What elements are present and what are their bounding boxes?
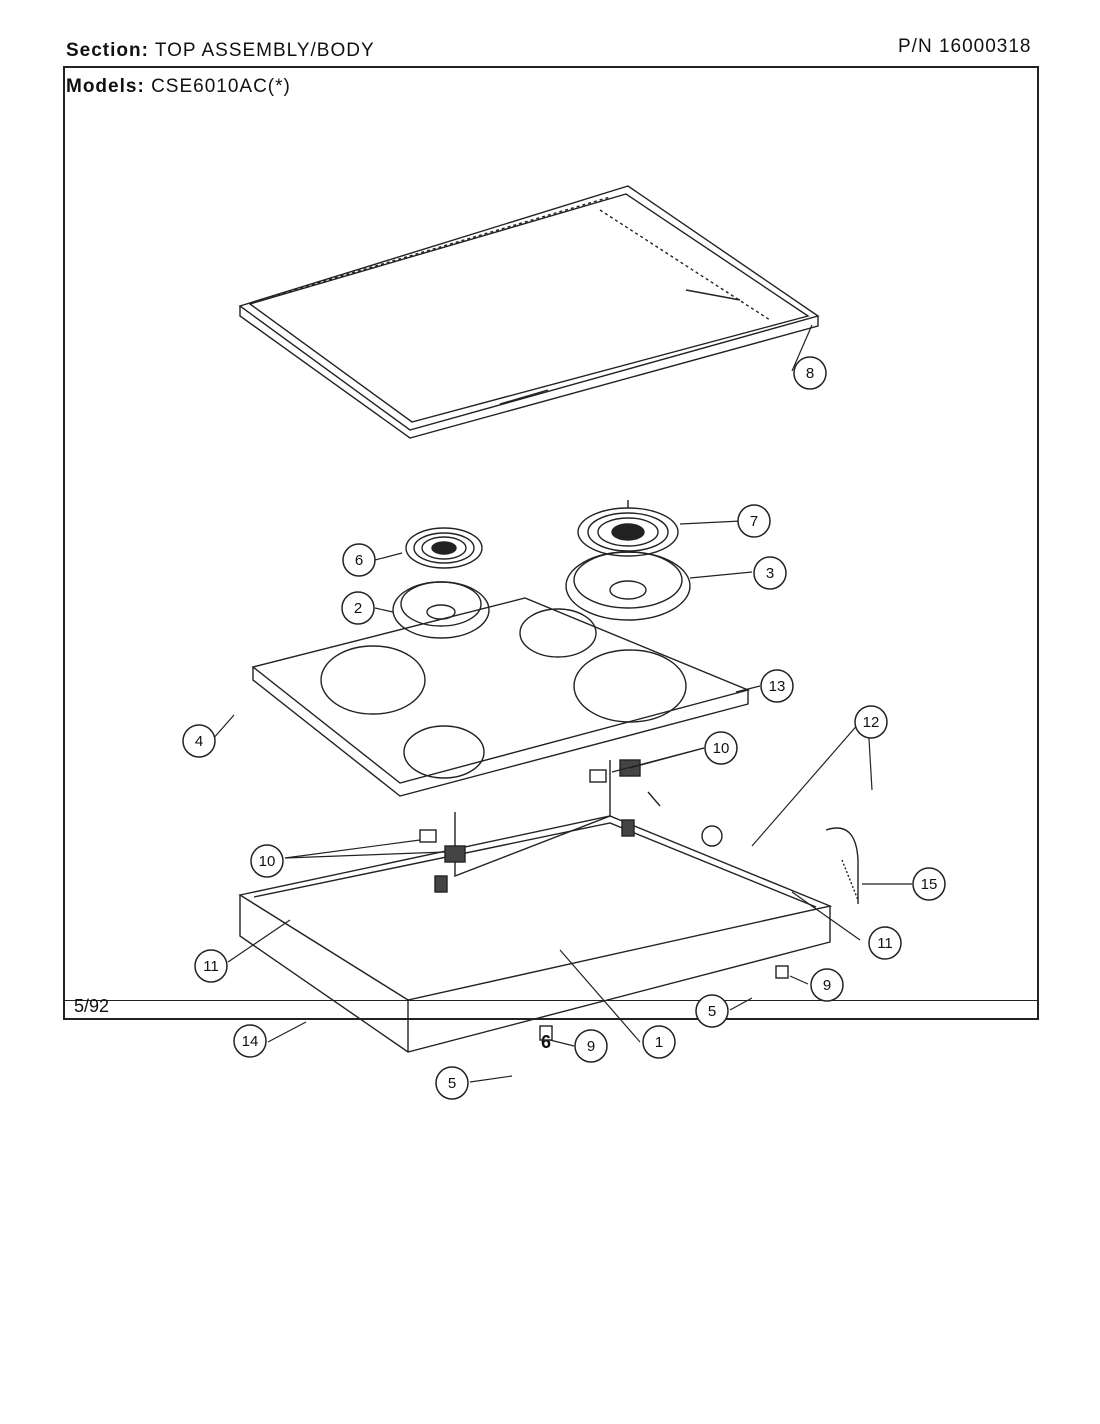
- models-value: CSE6010AC(*): [151, 76, 291, 97]
- burner-box-panel: [251, 597, 751, 797]
- cooktop-glass-top: [238, 185, 820, 439]
- section-label: Section:: [66, 40, 149, 61]
- element-receptacles: [419, 759, 641, 893]
- burner-box-body: [238, 760, 833, 1053]
- callout-5-b: 5: [447, 1074, 457, 1092]
- callout-7: 7: [749, 512, 759, 530]
- callout-15: 15: [920, 875, 938, 893]
- small-surface-element: [405, 527, 483, 569]
- large-surface-element: [577, 500, 679, 557]
- part-number: P/N 16000318: [898, 36, 1032, 57]
- footer-divider: [63, 1000, 1039, 1001]
- callout-10-a: 10: [712, 739, 730, 757]
- callout-4: 4: [194, 732, 204, 750]
- leader-lines: [211, 324, 912, 1083]
- inlet-spring: [825, 827, 859, 904]
- callout-11-b: 11: [203, 957, 219, 975]
- callout-circles: [182, 356, 946, 1100]
- callout-11-a: 11: [877, 934, 893, 952]
- models-label: Models:: [66, 76, 145, 97]
- callout-8: 8: [805, 364, 815, 382]
- callout-10-b: 10: [258, 852, 276, 870]
- callout-9-b: 9: [586, 1037, 596, 1055]
- callout-9-a: 9: [822, 976, 832, 994]
- models-line: Models: CSE6010AC(*): [66, 76, 291, 98]
- callout-2: 2: [353, 599, 363, 617]
- revision-date: 5/92: [74, 996, 110, 1016]
- section-line: Section: TOP ASSEMBLY/BODY: [66, 40, 375, 62]
- callout-6: 6: [354, 551, 364, 569]
- page-number: 6: [541, 1032, 552, 1052]
- callout-13: 13: [768, 677, 786, 695]
- callout-5-a: 5: [707, 1002, 717, 1020]
- section-value: TOP ASSEMBLY/BODY: [154, 40, 375, 61]
- callout-14: 14: [241, 1032, 259, 1050]
- large-drip-pan: [565, 551, 691, 621]
- callout-12: 12: [862, 713, 880, 731]
- callout-3: 3: [765, 564, 775, 582]
- diagram-frame: [63, 66, 1039, 1020]
- small-drip-pan: [392, 581, 490, 639]
- callout-1: 1: [654, 1033, 664, 1051]
